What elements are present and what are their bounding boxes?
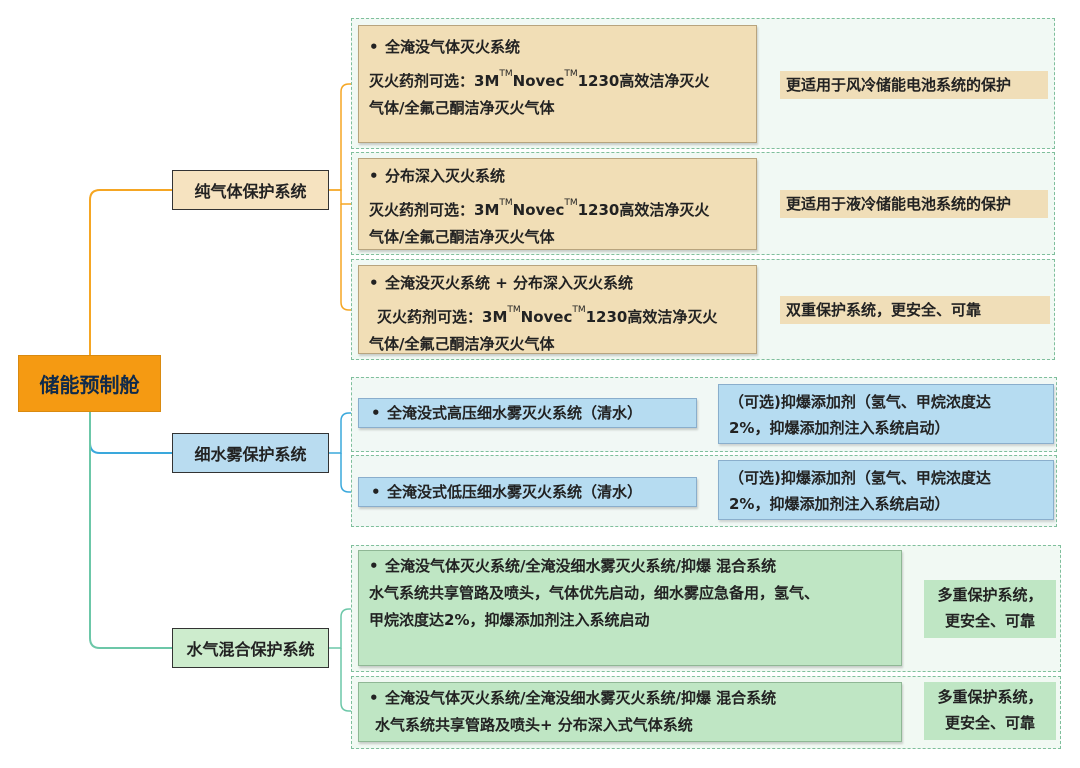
connector-mix-1 — [329, 608, 358, 649]
gas-note-2: 更适用于液冷储能电池系统的保护 — [780, 190, 1048, 218]
mix-card-2[interactable]: •全淹没气体灭火系统/全淹没细水雾灭火系统/抑爆 混合系统 水气系统共享管路及喷… — [358, 682, 902, 742]
gas-note-1: 更适用于风冷储能电池系统的保护 — [780, 71, 1048, 99]
connector-mist-1 — [329, 412, 358, 454]
gas-card-1-gas: 气体/全氟己酮洁净灭火气体 — [369, 99, 555, 117]
gas-card-1-agent: 灭火药剂可选：3MTMNovecTM1230高效洁净灭火 — [369, 69, 710, 90]
trademark-mark: TM — [507, 305, 521, 315]
mist-card-1-title: 全淹没式高压细水雾灭火系统（清水） — [387, 403, 643, 422]
gas-card-3-title: •全淹没灭火系统 + 分布深入灭火系统 — [369, 270, 746, 297]
mix-card-1[interactable]: •全淹没气体灭火系统/全淹没细水雾灭火系统/抑爆 混合系统 水气系统共享管路及喷… — [358, 550, 902, 666]
mist-note-1: （可选)抑爆添加剂（氢气、甲烷浓度达 2%，抑爆添加剂注入系统启动） — [718, 384, 1054, 444]
trademark-mark: TM — [499, 69, 513, 79]
gas-card-1-title: •全淹没气体灭火系统 — [369, 34, 746, 61]
bullet-icon: • — [371, 403, 381, 422]
mist-card-1[interactable]: • 全淹没式高压细水雾灭火系统（清水） — [358, 398, 697, 428]
mix-card-1-title: •全淹没气体灭火系统/全淹没细水雾灭火系统/抑爆 混合系统 — [369, 553, 891, 580]
connector-root-mist — [89, 412, 172, 454]
trademark-mark: TM — [564, 198, 578, 208]
mist-card-2-title: 全淹没式低压细水雾灭火系统（清水） — [387, 482, 643, 501]
mix-card-2-desc: 水气系统共享管路及喷头+ 分布深入式气体系统 — [375, 716, 693, 734]
mix-note-2: 多重保护系统， 更安全、可靠 — [924, 682, 1056, 740]
gas-card-2[interactable]: •分布深入灭火系统 灭火药剂可选：3MTMNovecTM1230高效洁净灭火 气… — [358, 158, 757, 250]
branch-gas-protection[interactable]: 纯气体保护系统 — [172, 170, 329, 210]
gas-card-3-gas: 气体/全氟己酮洁净灭火气体 — [369, 335, 555, 353]
trademark-mark: TM — [564, 69, 578, 79]
connector-mix-2 — [340, 648, 358, 712]
root-node[interactable]: 储能预制舱 — [18, 355, 161, 412]
gas-card-2-agent: 灭火药剂可选：3MTMNovecTM1230高效洁净灭火 — [369, 198, 710, 219]
bullet-icon: • — [369, 38, 379, 56]
bullet-icon: • — [369, 274, 379, 292]
trademark-mark: TM — [499, 198, 513, 208]
mix-note-1: 多重保护系统， 更安全、可靠 — [924, 580, 1056, 638]
connector-gas-2 — [329, 189, 358, 205]
bullet-icon: • — [371, 482, 381, 501]
mix-card-1-desc-1: 水气系统共享管路及喷头，气体优先启动，细水雾应急备用，氢气、 — [369, 584, 820, 602]
branch-water-gas-hybrid-protection[interactable]: 水气混合保护系统 — [172, 628, 329, 668]
gas-card-3-agent: 灭火药剂可选：3MTMNovecTM1230高效洁净灭火 — [377, 305, 718, 326]
mix-card-2-title: •全淹没气体灭火系统/全淹没细水雾灭火系统/抑爆 混合系统 — [369, 685, 891, 712]
gas-card-1[interactable]: •全淹没气体灭火系统 灭火药剂可选：3MTMNovecTM1230高效洁净灭火 … — [358, 25, 757, 143]
branch-water-mist-protection[interactable]: 细水雾保护系统 — [172, 433, 329, 473]
gas-card-2-gas: 气体/全氟己酮洁净灭火气体 — [369, 228, 555, 246]
connector-root-mix — [89, 412, 172, 649]
connector-root-gas — [89, 189, 172, 355]
gas-card-3[interactable]: •全淹没灭火系统 + 分布深入灭火系统 灭火药剂可选：3MTMNovecTM12… — [358, 265, 757, 354]
mist-card-2[interactable]: • 全淹没式低压细水雾灭火系统（清水） — [358, 477, 697, 507]
connector-gas-1 — [329, 83, 358, 191]
bullet-icon: • — [369, 689, 379, 707]
bullet-icon: • — [369, 557, 379, 575]
mist-note-2: （可选)抑爆添加剂（氢气、甲烷浓度达 2%，抑爆添加剂注入系统启动） — [718, 460, 1054, 520]
mix-card-1-desc-2: 甲烷浓度达2%，抑爆添加剂注入系统启动 — [369, 611, 650, 629]
trademark-mark: TM — [572, 305, 586, 315]
bullet-icon: • — [369, 167, 379, 185]
gas-note-3: 双重保护系统，更安全、可靠 — [780, 296, 1050, 324]
connector-mist-2 — [340, 453, 358, 493]
connector-gas-3 — [340, 204, 358, 311]
gas-card-2-title: •分布深入灭火系统 — [369, 163, 746, 190]
